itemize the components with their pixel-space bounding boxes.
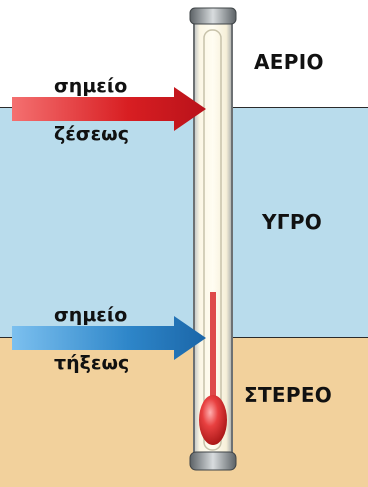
thermometer-capillary [203, 29, 222, 451]
melting-point-label-bottom: τήξεως [54, 352, 130, 374]
boiling-point-arrow [12, 87, 206, 131]
boiling-point-label-bottom: ζέσεως [54, 123, 129, 145]
melting-point-arrow [12, 316, 206, 360]
solid-region [0, 337, 368, 487]
gas-label: ΑΕΡΙΟ [254, 50, 324, 74]
top-cap [189, 7, 237, 25]
thermometer [189, 7, 237, 471]
boiling-point-label-top: σημείο [54, 75, 128, 97]
liquid-label: ΥΓΡΟ [262, 210, 323, 234]
bottom-cap [189, 451, 237, 471]
solid-label: ΣΤΕΡΕΟ [244, 383, 333, 407]
mercury-column [210, 292, 216, 402]
gas-region [0, 0, 368, 107]
melting-point-label-top: σημείο [54, 304, 128, 326]
liquid-region [0, 107, 368, 337]
mercury-bulb [199, 395, 227, 445]
